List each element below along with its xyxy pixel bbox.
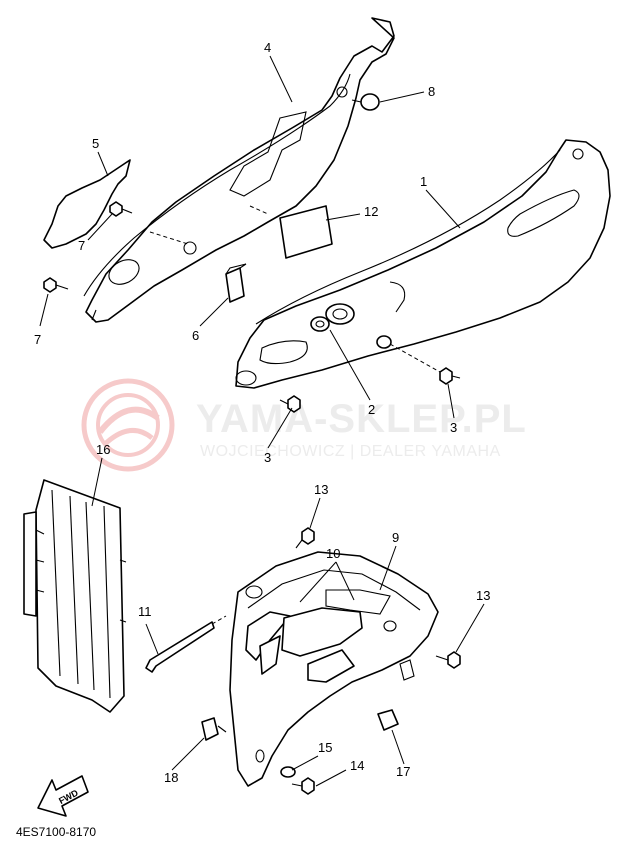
part-6-damper (225, 263, 247, 303)
part-12-label (279, 205, 333, 259)
part-13-bolt-right (435, 651, 461, 669)
watermark-name: YAMA-SKLEP.PL (196, 397, 527, 441)
callout-9: 9 (392, 530, 399, 545)
callout-7-upper: 7 (78, 238, 85, 253)
callout-11: 11 (138, 604, 152, 619)
callout-14: 14 (350, 758, 364, 773)
watermark: YAMA-SKLEP.PL WOJCIECHOWICZ | DEALER YAM… (81, 378, 527, 472)
leader-lines (39, 55, 485, 787)
fwd-arrow-icon: FWD (37, 775, 89, 817)
callout-13-upper: 13 (314, 482, 328, 497)
part-1-side-cover (235, 139, 611, 389)
part-2-grommets (310, 303, 355, 332)
part-15-washer (280, 766, 296, 778)
callout-1: 1 (420, 174, 427, 189)
side-cover-grommet (376, 335, 392, 349)
callout-18: 18 (164, 770, 178, 785)
callout-13-right: 13 (476, 588, 490, 603)
callout-6: 6 (192, 328, 199, 343)
callout-17: 17 (396, 764, 410, 779)
diagram-code: 4ES7100-8170 (16, 825, 96, 839)
part-3-bolt-right (439, 367, 461, 385)
part-9-shroud (229, 551, 439, 787)
part-8-grommet (351, 93, 380, 111)
callout-10: 10 (326, 546, 340, 561)
part-3-bolt-left (279, 395, 301, 413)
part-18-clip (201, 717, 227, 741)
callout-2: 2 (368, 402, 375, 417)
callout-5: 5 (92, 136, 99, 151)
part-4-rail-cover (83, 17, 395, 323)
part-7-bolt-upper (109, 201, 133, 217)
callout-7-lower: 7 (34, 332, 41, 347)
part-13-bolt-upper (295, 527, 315, 549)
callout-8: 8 (428, 84, 435, 99)
callout-4: 4 (264, 40, 271, 55)
callout-3-right: 3 (450, 420, 457, 435)
part-17-clip-nut (377, 709, 399, 731)
side-cover-fastening-line (389, 343, 441, 373)
part-11-tie-strip (145, 615, 227, 673)
part-14-bolt (291, 777, 315, 795)
callout-12: 12 (364, 204, 378, 219)
part-16-radiator-guard (23, 479, 127, 713)
part-5-decal (43, 159, 131, 249)
callout-numbers: 1 2 3 3 4 5 6 7 7 8 9 10 11 12 13 13 14 … (34, 40, 490, 785)
callout-3-left: 3 (264, 450, 271, 465)
yamaha-logo-watermark (81, 378, 175, 472)
callout-15: 15 (318, 740, 332, 755)
part-7-bolt-lower (43, 277, 69, 293)
callout-16: 16 (96, 442, 110, 457)
watermark-subtitle: WOJCIECHOWICZ | DEALER YAMAHA (200, 443, 501, 460)
